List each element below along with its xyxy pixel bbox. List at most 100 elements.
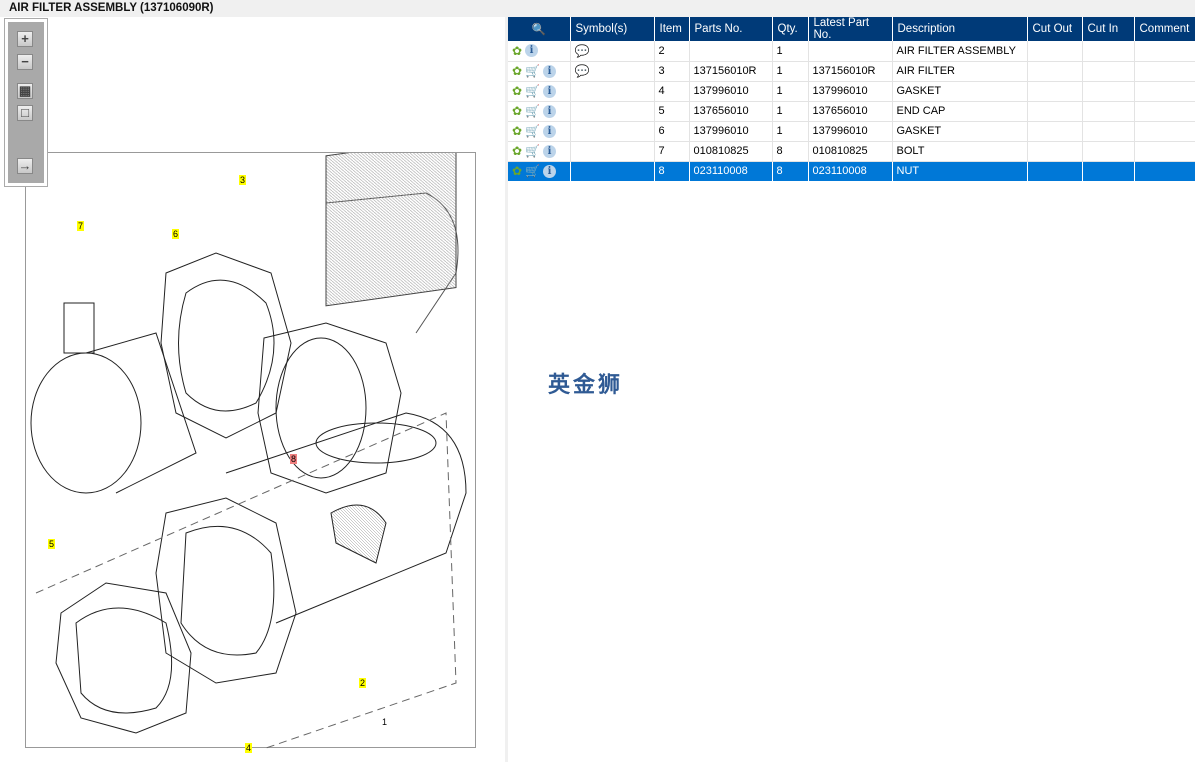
info-icon[interactable]: i <box>543 124 557 138</box>
zoom-in-button[interactable]: + <box>17 31 33 47</box>
gear-icon[interactable]: ✿ <box>512 124 523 138</box>
description-cell: GASKET <box>892 121 1028 142</box>
latest-part-cell <box>808 41 893 62</box>
description-cell: GASKET <box>892 81 1028 102</box>
part-number-cell: 137996010 <box>689 81 773 102</box>
air-filter-drawing <box>257 153 459 494</box>
cart-icon[interactable]: 🛒 <box>525 124 541 138</box>
magnifier-icon[interactable]: 🔍 <box>531 24 546 36</box>
info-icon[interactable]: i <box>543 104 557 118</box>
fit-page-button[interactable]: □ <box>17 105 33 121</box>
callout-6[interactable]: 6 <box>172 229 180 239</box>
cart-icon[interactable]: 🛒 <box>525 104 541 118</box>
gasket-4-drawing <box>55 582 192 734</box>
part-number-cell: 137156010R <box>689 61 773 82</box>
description-cell: END CAP <box>892 101 1028 122</box>
latest-part-cell: 137156010R <box>808 61 893 82</box>
column-header[interactable]: Latest Part No. <box>808 17 893 41</box>
part-number-cell: 137656010 <box>689 101 773 122</box>
qty-cell: 1 <box>772 81 809 102</box>
fit-all-button[interactable]: ▦ <box>17 83 33 99</box>
info-icon[interactable]: i <box>543 144 557 158</box>
table-row[interactable]: ✿🛒i 7 010810825 8 010810825 BOLT <box>508 141 1195 162</box>
housing-drawing <box>225 412 467 624</box>
callout-3[interactable]: 3 <box>239 175 247 185</box>
table-row[interactable]: ✿🛒i 4 137996010 1 137996010 GASKET <box>508 81 1195 102</box>
table-row[interactable]: ✿i 💬 2 1 AIR FILTER ASSEMBLY <box>508 41 1195 62</box>
callout-5[interactable]: 5 <box>48 539 56 549</box>
column-header[interactable]: Cut Out <box>1027 17 1083 41</box>
latest-part-cell: 023110008 <box>808 161 893 182</box>
qty-cell: 1 <box>772 41 809 62</box>
column-header[interactable]: Comment <box>1134 17 1195 41</box>
watermark: 英金狮 <box>548 372 624 397</box>
table-row[interactable]: ✿🛒i 💬 3 137156010R 1 137156010R AIR FILT… <box>508 61 1195 82</box>
cut-out-cell <box>1027 161 1083 182</box>
description-cell: AIR FILTER <box>892 61 1028 82</box>
info-icon[interactable]: i <box>543 64 557 78</box>
table-row[interactable]: ✿🛒i 8 023110008 8 023110008 NUT <box>508 161 1195 182</box>
qty-cell: 1 <box>772 61 809 82</box>
comment-cell <box>1134 161 1195 182</box>
qty-cell: 8 <box>772 161 809 182</box>
gear-icon[interactable]: ✿ <box>512 144 523 158</box>
cart-icon[interactable]: 🛒 <box>525 64 541 78</box>
table-row[interactable]: ✿🛒i 6 137996010 1 137996010 GASKET <box>508 121 1195 142</box>
column-header[interactable]: Item <box>654 17 690 41</box>
latest-part-cell: 137656010 <box>808 101 893 122</box>
cut-out-cell <box>1027 121 1083 142</box>
callout-8[interactable]: 8 <box>290 454 298 464</box>
cart-icon[interactable]: 🛒 <box>525 144 541 158</box>
latest-part-cell: 137996010 <box>808 81 893 102</box>
diagram-toolbar: + − ▦ □ → <box>4 18 48 187</box>
gasket-6-drawing <box>160 252 292 439</box>
parts-table: 🔍 Symbol(s) Item Parts No. Qty. Latest P… <box>508 17 1195 182</box>
cut-in-cell <box>1082 41 1135 62</box>
cut-out-cell <box>1027 141 1083 162</box>
diagram-title: AIR FILTER ASSEMBLY (137106090R) <box>9 2 214 14</box>
item-cell: 2 <box>654 41 690 62</box>
export-list-button[interactable]: → <box>17 158 33 174</box>
item-cell: 4 <box>654 81 690 102</box>
latest-part-cell: 010810825 <box>808 141 893 162</box>
table-row[interactable]: ✿🛒i 5 137656010 1 137656010 END CAP <box>508 101 1195 122</box>
part-number-cell: 023110008 <box>689 161 773 182</box>
gear-icon[interactable]: ✿ <box>512 84 523 98</box>
cut-in-cell <box>1082 101 1135 122</box>
callout-2[interactable]: 2 <box>359 678 367 688</box>
column-header[interactable]: Cut In <box>1082 17 1135 41</box>
search-parts-header[interactable]: 🔍 <box>508 17 571 41</box>
cart-icon[interactable]: 🛒 <box>525 164 541 178</box>
cart-icon[interactable]: 🛒 <box>525 84 541 98</box>
comment-warning-icon[interactable]: 💬 <box>574 64 590 78</box>
info-icon[interactable]: i <box>543 164 557 178</box>
diagram-frame: 7 6 3 8 5 2 4 1 <box>25 152 476 753</box>
zoom-out-button[interactable]: − <box>17 54 33 70</box>
info-icon[interactable]: i <box>525 44 539 58</box>
gear-icon[interactable]: ✿ <box>512 43 523 58</box>
part-number-cell: 137996010 <box>689 121 773 142</box>
cut-out-cell <box>1027 61 1083 82</box>
cut-in-cell <box>1082 141 1135 162</box>
item-cell: 7 <box>654 141 690 162</box>
cut-in-cell <box>1082 81 1135 102</box>
latest-part-cell: 137996010 <box>808 121 893 142</box>
column-header[interactable]: Symbol(s) <box>570 17 655 41</box>
callout-1[interactable]: 1 <box>382 717 388 727</box>
callout-7[interactable]: 7 <box>77 221 85 231</box>
comment-warning-icon[interactable]: 💬 <box>574 43 590 58</box>
column-header[interactable]: Description <box>892 17 1028 41</box>
exploded-diagram <box>30 153 467 749</box>
callout-4[interactable]: 4 <box>245 743 253 753</box>
info-icon[interactable]: i <box>543 84 557 98</box>
cut-in-cell <box>1082 161 1135 182</box>
description-cell: NUT <box>892 161 1028 182</box>
cut-in-cell <box>1082 121 1135 142</box>
column-header[interactable]: Qty. <box>772 17 809 41</box>
qty-cell: 1 <box>772 121 809 142</box>
gear-icon[interactable]: ✿ <box>512 104 523 118</box>
gear-icon[interactable]: ✿ <box>512 164 523 178</box>
part-number-cell <box>689 41 773 62</box>
gear-icon[interactable]: ✿ <box>512 64 523 78</box>
column-header[interactable]: Parts No. <box>689 17 773 41</box>
